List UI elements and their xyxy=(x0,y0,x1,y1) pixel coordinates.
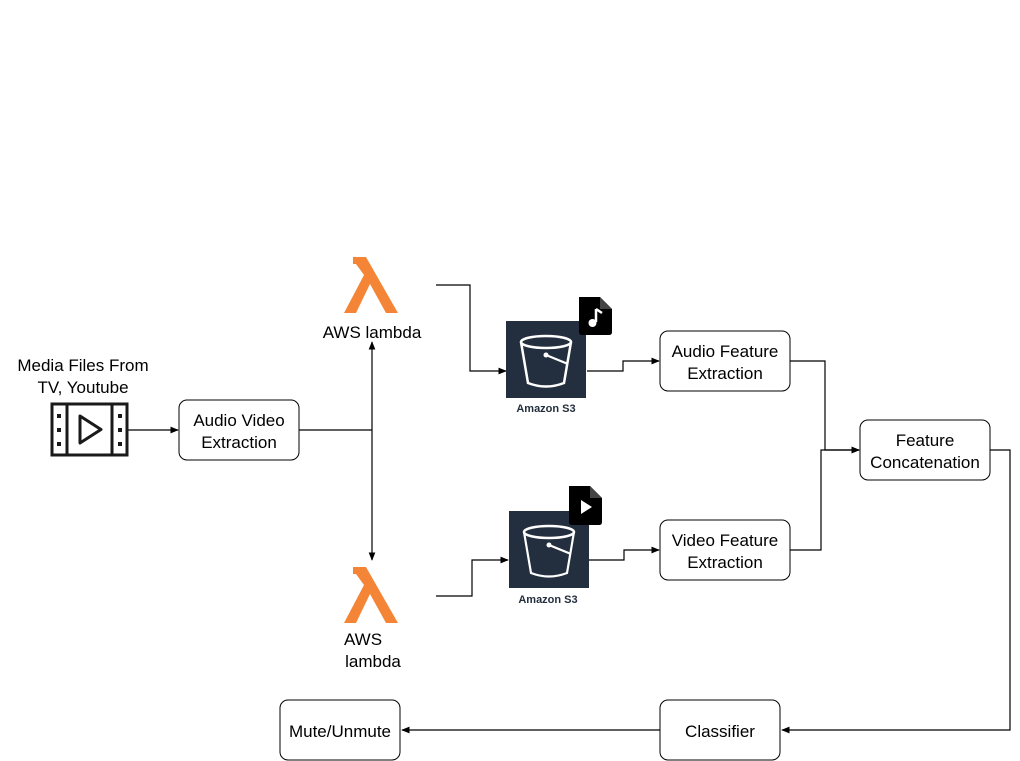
mute-unmute-label: Mute/Unmute xyxy=(289,722,391,741)
lambda-bottom-label-line1: AWS xyxy=(344,630,382,649)
media-files-label-line2: TV, Youtube xyxy=(37,378,128,397)
video-file-icon xyxy=(569,486,602,525)
node-classifier[interactable]: Classifier xyxy=(659,699,781,761)
s3-video[interactable]: Amazon S3 xyxy=(509,486,602,606)
classifier-label: Classifier xyxy=(685,722,755,741)
edge-concat-to-classifier xyxy=(781,449,1011,734)
s3-audio-label: Amazon S3 xyxy=(516,403,575,415)
node-mute-unmute[interactable]: Mute/Unmute xyxy=(279,699,401,761)
audio-video-extraction-line1: Audio Video xyxy=(193,411,284,430)
edge-s3-video-to-video-feature xyxy=(589,546,660,561)
video-feature-extraction-line1: Video Feature xyxy=(672,531,778,550)
node-video-feature-extraction[interactable]: Video Feature Extraction xyxy=(659,519,791,581)
node-audio-video-extraction[interactable]: Audio Video Extraction xyxy=(178,399,300,461)
edge-video-feature-to-concat xyxy=(790,446,860,551)
video-feature-extraction-line2: Extraction xyxy=(687,553,763,572)
s3-audio[interactable]: Amazon S3 xyxy=(506,297,612,415)
audio-feature-extraction-line1: Audio Feature xyxy=(672,342,779,361)
audio-feature-extraction-line2: Extraction xyxy=(687,364,763,383)
edge-lambda-top-to-s3-audio xyxy=(436,284,507,375)
lambda-bottom-label-line2: lambda xyxy=(345,652,401,671)
edge-lambda-bottom-to-s3-video xyxy=(436,556,509,597)
lambda-bottom[interactable]: AWS lambda xyxy=(344,567,401,671)
aws-lambda-icon xyxy=(344,257,398,313)
aws-lambda-icon xyxy=(344,567,398,623)
feature-concatenation-line2: Concatenation xyxy=(870,453,980,472)
audio-video-extraction-line2: Extraction xyxy=(201,433,277,452)
feature-concatenation-line1: Feature xyxy=(896,431,955,450)
lambda-top[interactable]: AWS lambda xyxy=(323,257,422,342)
s3-video-label: Amazon S3 xyxy=(518,594,577,606)
video-file-icon xyxy=(50,402,129,457)
edge-s3-audio-to-audio-feature xyxy=(587,357,660,372)
node-feature-concatenation[interactable]: Feature Concatenation xyxy=(859,419,991,481)
media-files-label-line1: Media Files From xyxy=(17,356,148,375)
audio-file-icon xyxy=(579,297,612,335)
edge-audio-feature-to-concat xyxy=(790,360,860,454)
lambda-top-label: AWS lambda xyxy=(323,323,422,342)
node-audio-feature-extraction[interactable]: Audio Feature Extraction xyxy=(659,330,791,392)
amazon-s3-bucket-icon xyxy=(506,321,586,398)
